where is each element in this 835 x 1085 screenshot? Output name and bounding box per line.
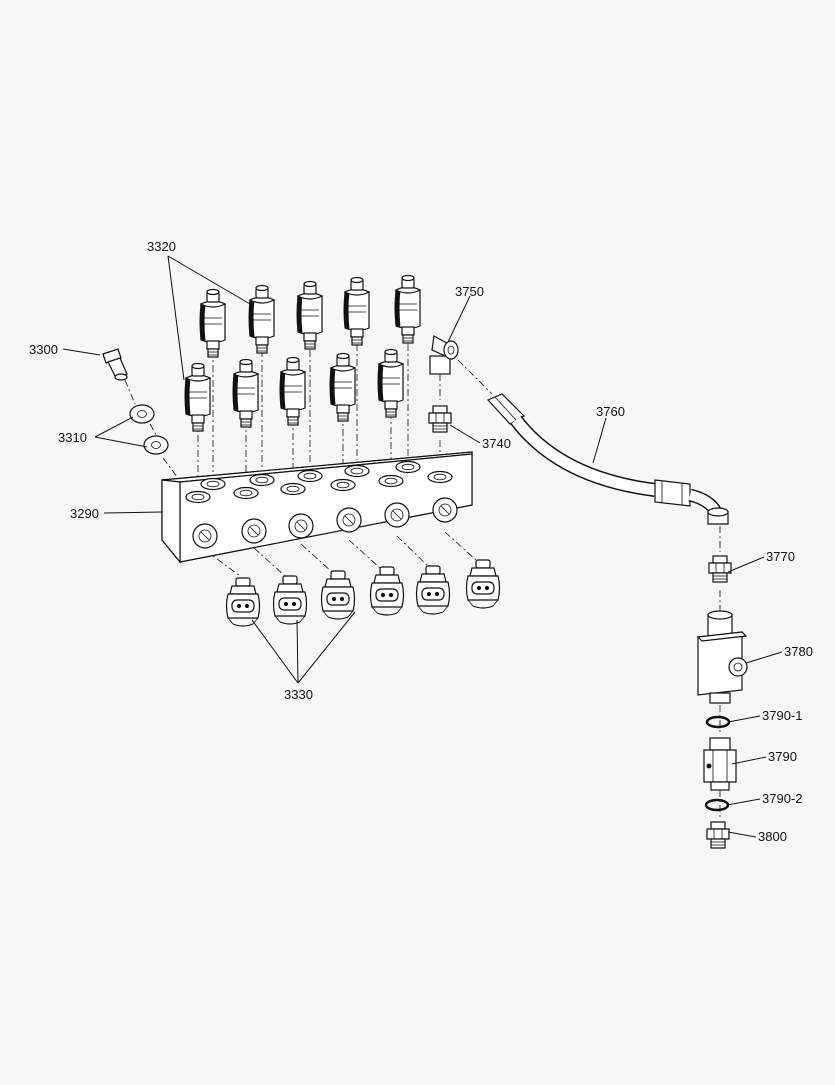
manifold-block	[161, 451, 473, 564]
connector-plugs	[225, 559, 501, 627]
solenoid-valves	[184, 274, 421, 432]
callout-3310: 3310	[58, 430, 87, 445]
fitting-3740	[428, 405, 452, 433]
alignment-lines	[124, 344, 721, 818]
callout-3300: 3300	[29, 342, 58, 357]
plug-3300	[102, 348, 128, 381]
fitting-3770	[708, 555, 732, 583]
callout-labels: 3320 3300 3310 3290 3330 3750 3740 3760 …	[29, 239, 813, 844]
callout-3750: 3750	[455, 284, 484, 299]
o-ring-3790-2	[704, 798, 730, 812]
callout-3320: 3320	[147, 239, 176, 254]
callout-3330: 3330	[284, 687, 313, 702]
callout-3790-1: 3790-1	[762, 708, 802, 723]
callout-3790-2: 3790-2	[762, 791, 802, 806]
o-ring-3790-1	[705, 715, 731, 729]
elbow-3750	[429, 335, 459, 375]
callout-3290: 3290	[70, 506, 99, 521]
callout-3790: 3790	[768, 749, 797, 764]
fitting-3800	[706, 821, 730, 849]
fitting-3790	[703, 737, 737, 791]
hose-3760	[486, 393, 729, 525]
washers-3310	[129, 404, 169, 455]
callout-3740: 3740	[482, 436, 511, 451]
callout-3780: 3780	[784, 644, 813, 659]
callout-3770: 3770	[766, 549, 795, 564]
callout-3760: 3760	[596, 404, 625, 419]
valve-block-3780	[696, 610, 748, 704]
callout-3800: 3800	[758, 829, 787, 844]
leader-lines	[62, 255, 783, 838]
